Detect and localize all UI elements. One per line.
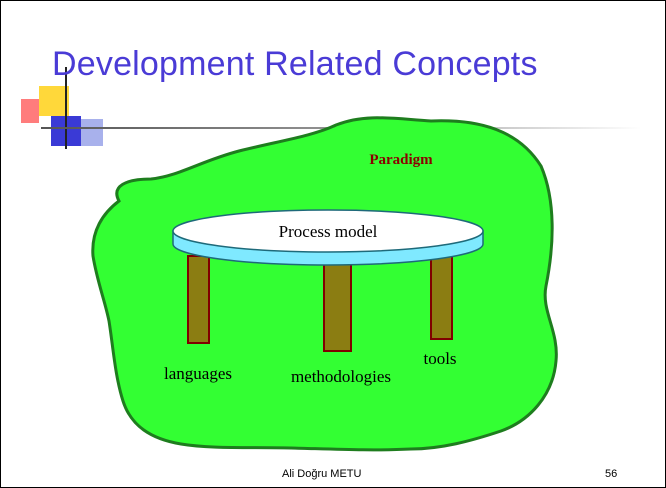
leg-tools [430,255,453,340]
title-decoration [21,67,103,149]
table-top [172,209,484,253]
concept-diagram: Paradigm Process model languages methodo… [91,116,558,452]
leg-label-tools: tools [423,349,456,368]
decor-blue-square-light [81,119,103,146]
leg-methodologies [323,262,352,352]
leg-languages [187,255,210,344]
leg-label-languages: languages [164,364,232,383]
footer-author: Ali Doğru METU [282,468,362,480]
paradigm-label: Paradigm [369,152,433,168]
process-model-label: Process model [279,222,378,241]
leg-label-methodologies: methodologies [291,367,391,386]
decor-yellow-square [39,86,69,116]
slide-title: Development Related Concepts [52,45,538,83]
decor-red-square [21,99,39,123]
page-number: 56 [605,468,618,480]
